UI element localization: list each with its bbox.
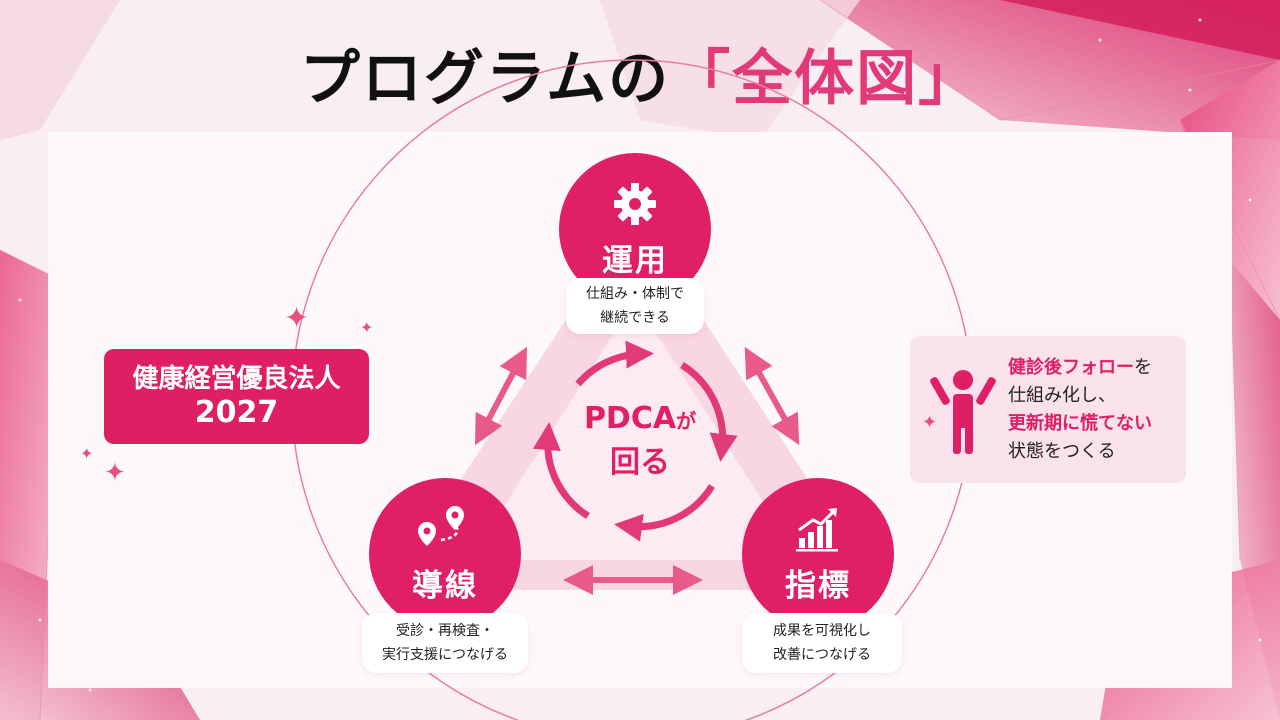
person-cheering-icon <box>930 370 996 454</box>
callout-text: 健診後フォローを 仕組み化し、 更新期に慌てない 状態をつくる <box>1008 354 1183 466</box>
pdca-cycle-arrows <box>532 340 738 542</box>
callout-line1-highlight: 健診後フォロー <box>1008 357 1134 378</box>
node-operations-label: 運用 <box>602 242 668 279</box>
pdca-suffix: が <box>676 409 697 433</box>
arrow-ops-ind <box>744 346 800 446</box>
caption-indicators-line2: 改善につなげる <box>773 647 871 663</box>
pdca-line2: 回る <box>610 445 670 480</box>
pdca-center-label: PDCAが 回る <box>540 398 740 484</box>
caption-operations: 仕組み・体制で 継続できる <box>566 278 704 334</box>
sparkle-small-icon: ✦ <box>80 444 94 463</box>
badge-line1: 健康経営優良法人 <box>132 364 341 394</box>
title-accent: 「全体図」 <box>670 44 981 114</box>
caption-operations-line2: 継続できる <box>600 310 670 326</box>
title-main: プログラムの <box>299 44 671 114</box>
sparkle-small-icon: ✦ <box>360 318 374 337</box>
callout-sparkle-icon: ✦ <box>922 412 938 433</box>
certification-badge: 健康経営優良法人 2027 <box>104 349 369 444</box>
callout-line1-rest: を <box>1134 357 1152 378</box>
node-pathway-label: 導線 <box>412 567 478 604</box>
callout-line4: 状態をつくる <box>1008 441 1116 462</box>
route-pin-icon <box>418 505 464 546</box>
goal-callout: ✦ 健診後フォローを 仕組み化し、 更新期に慌てない 状態をつくる <box>910 336 1186 483</box>
caption-pathway-line1: 受診・再検査・ <box>396 623 494 639</box>
node-indicators: 指標 <box>742 478 894 630</box>
caption-indicators: 成果を可視化し 改善につなげる <box>742 613 902 673</box>
caption-pathway: 受診・再検査・ 実行支援につなげる <box>362 613 528 673</box>
page-title: プログラムの「全体図」 <box>0 30 1280 117</box>
triangle-band-inner <box>470 300 800 560</box>
badge-year: 2027 <box>194 395 279 430</box>
node-pathway: 導線 <box>369 478 521 630</box>
caption-indicators-line1: 成果を可視化し <box>773 623 871 639</box>
arrow-ops-lead <box>474 346 528 446</box>
callout-line2: 仕組み化し、 <box>1008 385 1116 406</box>
growth-chart-icon <box>796 507 838 551</box>
callout-line3-highlight: 更新期に慌てない <box>1008 413 1152 434</box>
sparkle-icon: ✦ <box>284 301 310 336</box>
sparkle-icon: ✦ <box>104 458 126 488</box>
gear-icon <box>614 182 656 225</box>
caption-pathway-line2: 実行支援につなげる <box>382 647 508 663</box>
pdca-text: PDCA <box>583 401 677 436</box>
caption-operations-line1: 仕組み・体制で <box>586 286 684 302</box>
node-indicators-label: 指標 <box>785 567 851 604</box>
